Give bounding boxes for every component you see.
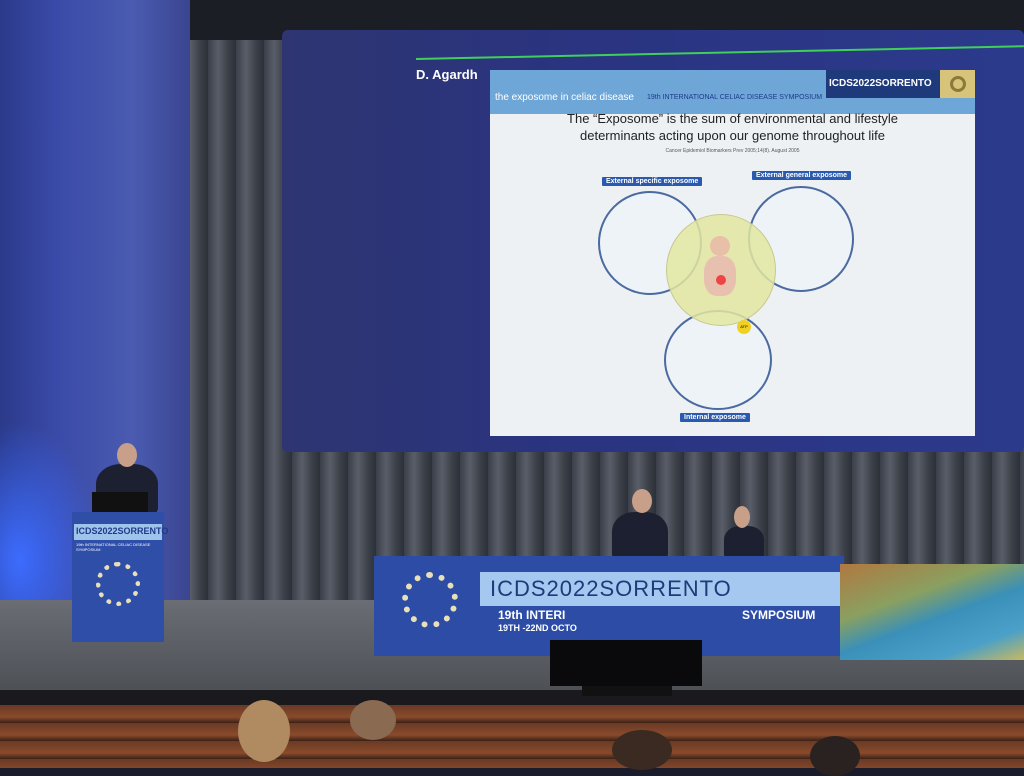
confidence-monitor	[550, 640, 702, 686]
presentation-slide: the exposome in celiac disease 19th INTE…	[490, 70, 975, 436]
monitor-stand	[582, 686, 672, 696]
panel-table-banner: ICDS2022SORRENTO 19th INTERI SYMPOSIUM 1…	[374, 556, 844, 656]
table-symposium-right: SYMPOSIUM	[742, 608, 816, 622]
audience-head	[350, 700, 396, 740]
audience-head	[612, 730, 672, 770]
slide-citation: Cancer Epidemiol Biomarkers Prev 2005;14…	[665, 148, 800, 154]
label-external-general: External general exposome	[752, 171, 852, 180]
internal-circle	[664, 310, 772, 410]
atp-icon: ATP	[737, 320, 751, 334]
label-external-specific: External specific exposome	[602, 177, 703, 186]
slide-title: The “Exposome” is the sum of environment…	[567, 111, 898, 143]
podium: ICDS2022SORRENTO 19th INTERNATIONAL CELI…	[72, 512, 168, 642]
audience-seats	[0, 705, 1024, 768]
inflammation-spot	[716, 275, 726, 285]
baby-illustration	[710, 236, 730, 256]
audience-head	[238, 700, 290, 762]
wreath-logo-icon	[402, 572, 458, 628]
slide-symposium: 19th INTERNATIONAL CELIAC DISEASE SYMPOS…	[647, 94, 823, 101]
panelist-head	[734, 506, 750, 528]
laptop	[92, 492, 148, 512]
panelist-head	[632, 489, 652, 513]
slide-topic: the exposome in celiac disease	[495, 92, 634, 103]
label-internal: Internal exposome	[680, 413, 750, 422]
table-symposium-left: 19th INTERI	[498, 608, 566, 622]
podium-subtitle: 19th INTERNATIONAL CELIAC DISEASE SYMPOS…	[76, 542, 151, 552]
podium-brand: ICDS2022SORRENTO	[74, 524, 168, 540]
wreath-logo-icon	[96, 562, 140, 606]
wreath-logo-icon	[940, 70, 975, 98]
panelist-person	[612, 512, 668, 560]
slide-brand: ICDS2022SORRENTO	[826, 70, 940, 98]
speaker-head	[117, 443, 137, 467]
table-brand: ICDS2022SORRENTO	[480, 572, 840, 606]
sorrento-landscape-banner	[840, 564, 1024, 660]
speaker-name: D. Agardh	[416, 67, 478, 82]
audience-head	[810, 736, 860, 776]
panelist-person	[724, 526, 764, 560]
table-dates: 19TH -22ND OCTO	[498, 623, 577, 633]
slide-header: the exposome in celiac disease 19th INTE…	[490, 70, 975, 114]
